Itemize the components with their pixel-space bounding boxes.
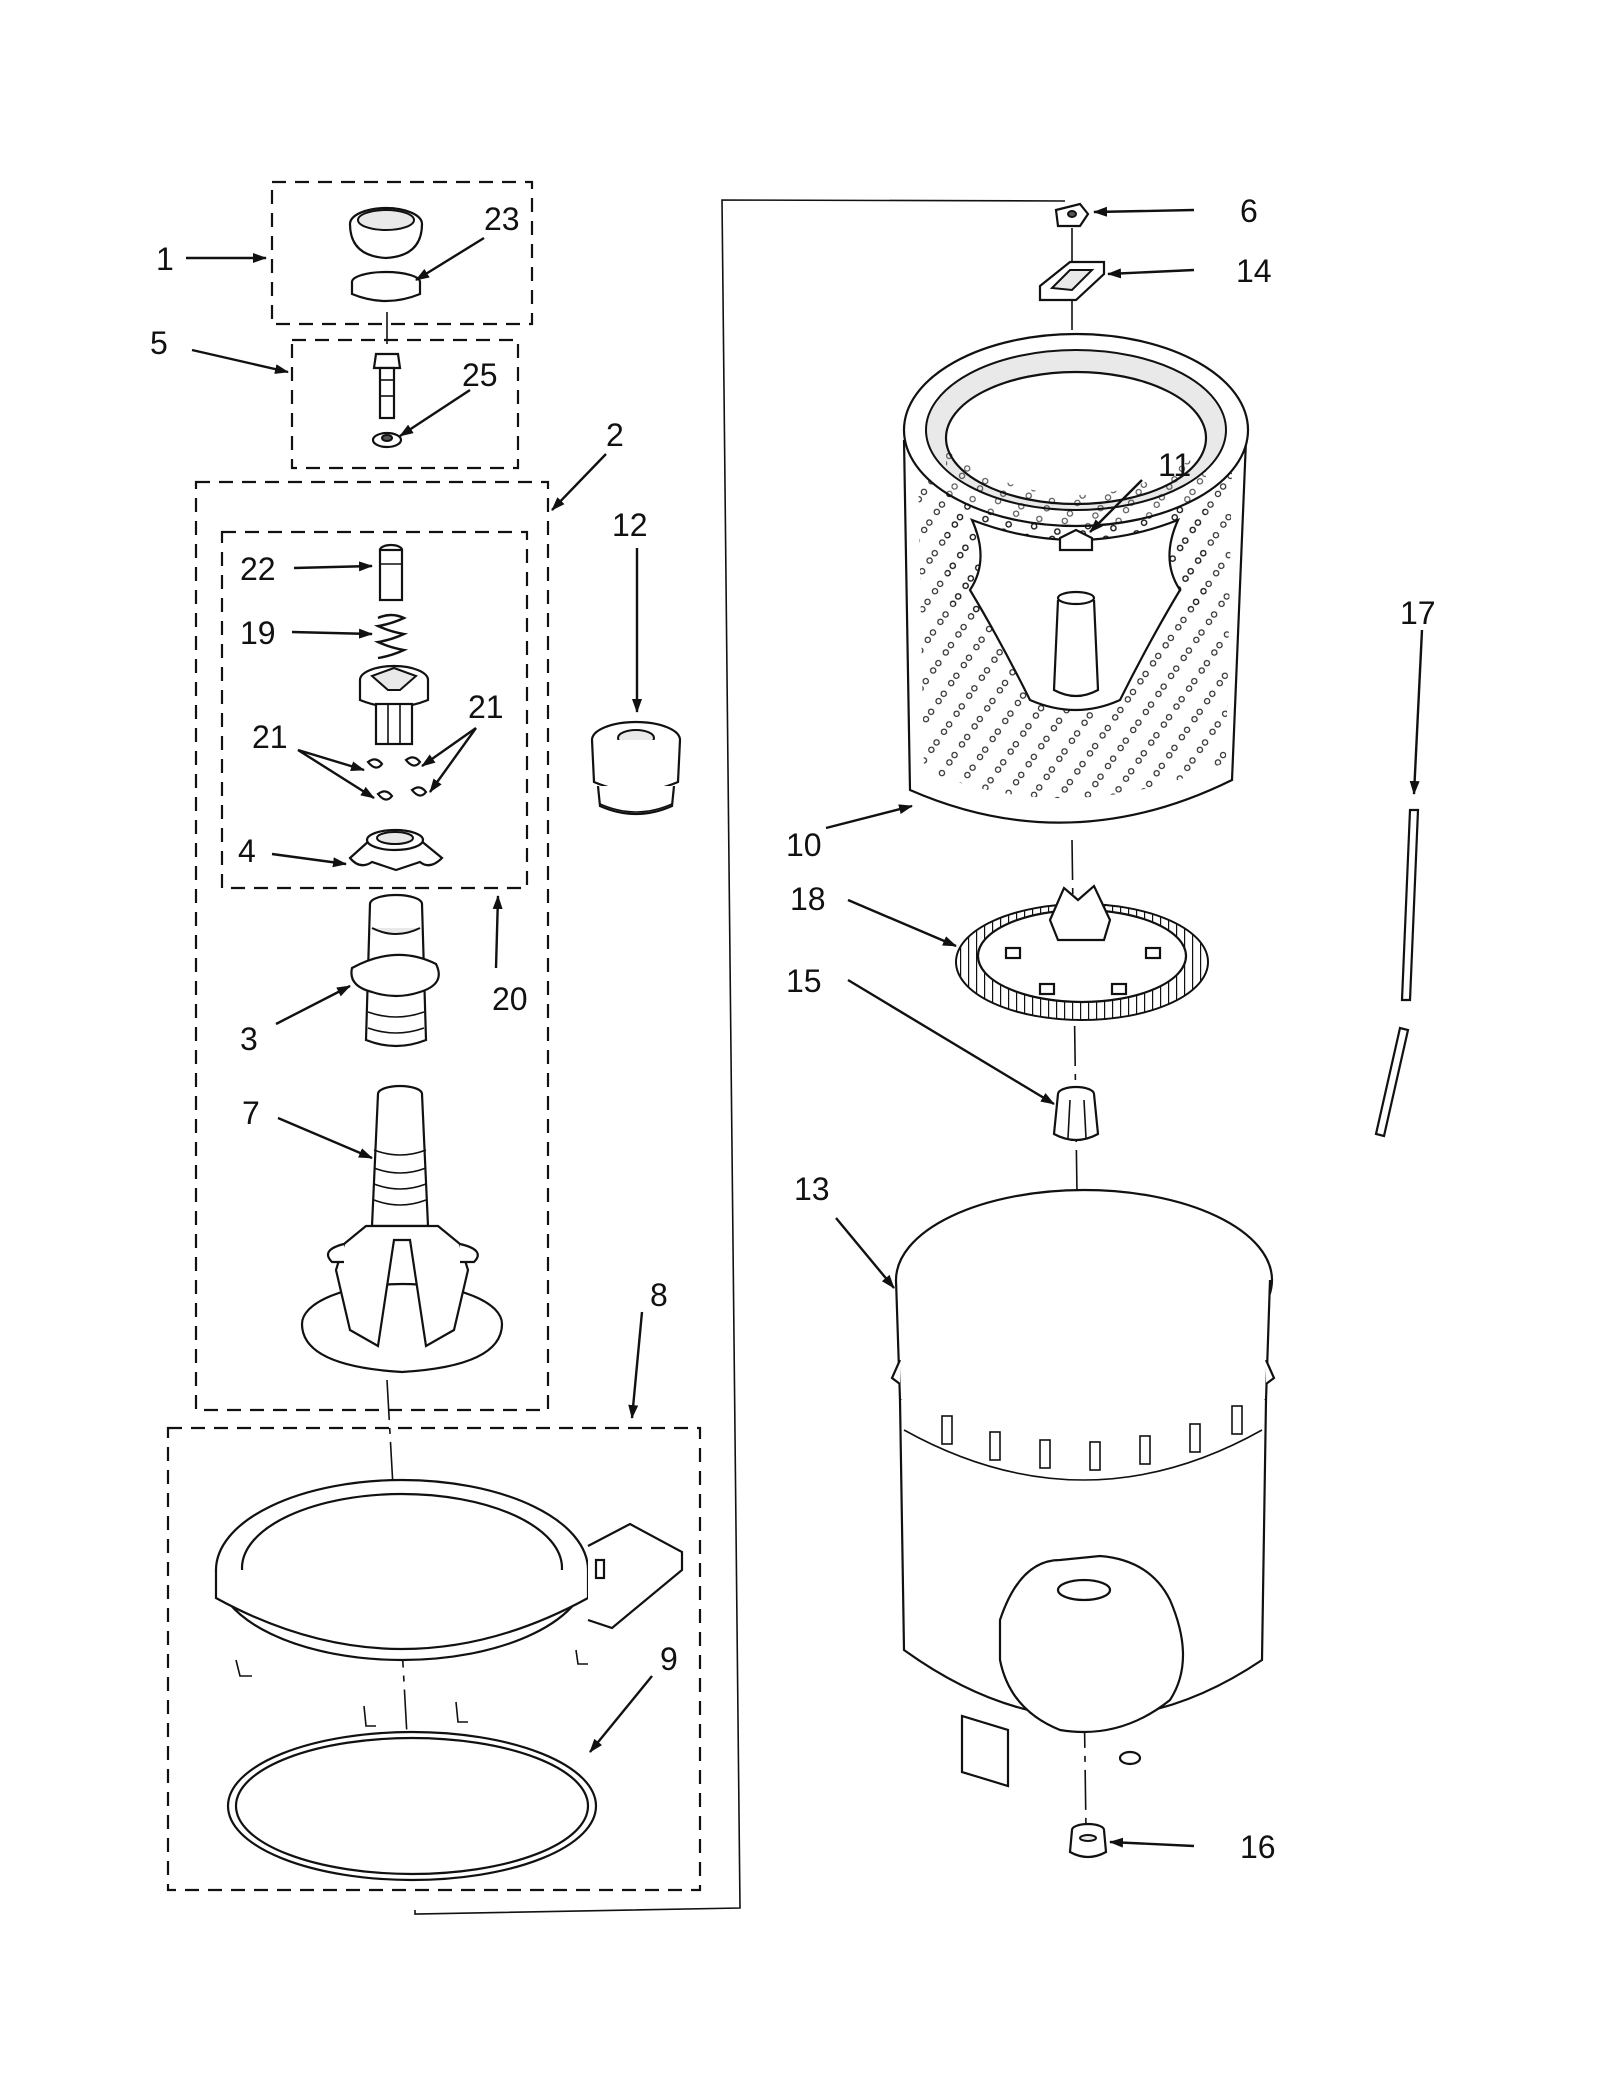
callout-5: 5 [150,325,168,361]
cap-ring-part [350,270,422,303]
tub-ring-part [214,1478,684,1727]
callout-19: 19 [240,615,276,651]
callout-11: 11 [1158,447,1191,483]
connector-line [414,199,1066,1915]
group-box-5 [290,338,520,470]
callout-15: 15 [786,963,822,999]
callout-10: 10 [786,827,822,863]
cam-part [378,543,404,602]
agitator-part [300,1084,504,1374]
callout-6: 6 [1240,193,1258,229]
agitator-cap-part [348,206,424,260]
callout-25: 25 [462,357,498,393]
callout-9: 9 [660,1641,678,1677]
callout-21-right: 21 [468,689,504,725]
callout-13: 13 [794,1171,830,1207]
callout-4: 4 [238,833,256,869]
outer-tub-part [890,1188,1276,1788]
drive-block-gear-part [955,884,1209,1021]
callout-20: 20 [492,981,528,1017]
callout-23: 23 [484,201,520,237]
callout-21-left: 21 [252,719,288,755]
dogs-part [366,756,428,801]
callout-22: 22 [240,551,276,587]
callout-12: 12 [612,507,648,543]
callout-7: 7 [242,1095,260,1131]
seal-part [590,720,682,816]
group-box-2 [194,480,550,1412]
callout-16: 16 [1240,1829,1276,1865]
auger-part [350,893,440,1048]
callout-2: 2 [606,417,624,453]
callout-8: 8 [650,1277,668,1313]
washer-part [371,431,403,449]
callout-1: 1 [156,241,174,277]
tub-slots [941,1405,1243,1471]
callout-18: 18 [790,881,826,917]
bracket-part [1038,260,1106,302]
bolt-part [372,352,402,420]
group-box-20 [220,530,529,890]
callout-3: 3 [240,1021,258,1057]
group-box-1 [270,180,534,326]
leader-lines [186,206,1424,1848]
callout-17: 17 [1400,595,1436,631]
basket-part [902,332,1250,824]
cam-plate-part [348,828,444,872]
clip-part [1054,202,1090,228]
group-box-8 [166,1426,702,1892]
hose-part [1374,808,1420,1138]
spring-part [373,613,409,660]
bushing-part [1052,1085,1100,1142]
cam-driver-part [358,664,430,746]
plug-part [1068,1822,1108,1859]
callout-14: 14 [1236,253,1272,289]
seal-ring-part [226,1730,598,1882]
